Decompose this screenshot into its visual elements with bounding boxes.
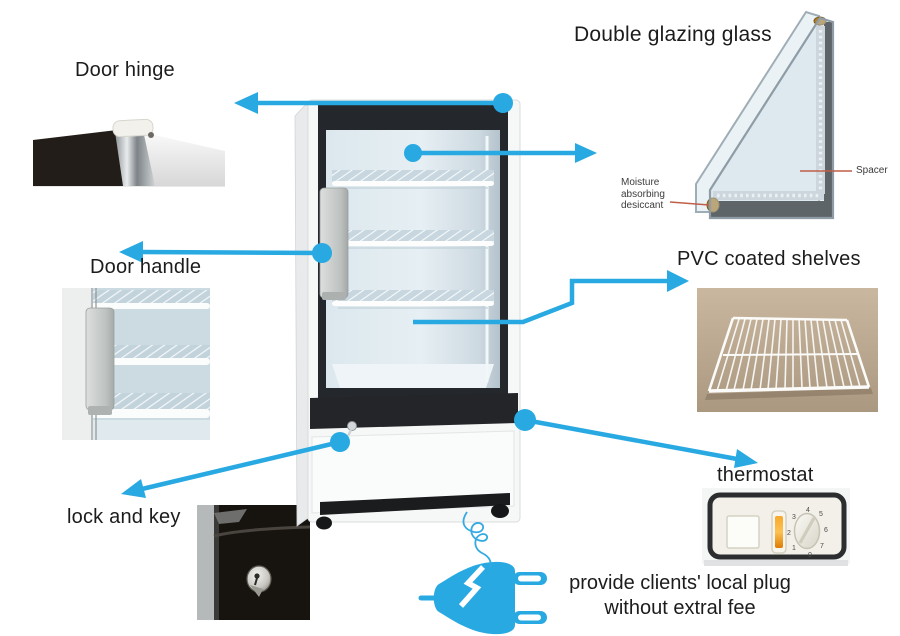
right-frame-bar <box>824 22 833 218</box>
handle-bottom-cap <box>88 406 112 415</box>
shelf-frame-rods <box>707 316 871 393</box>
keyhole-slot <box>254 577 258 586</box>
svg-text:4: 4 <box>806 507 810 514</box>
plug-note: provide clients' local plug without extr… <box>548 571 812 621</box>
handle-cap <box>322 292 346 300</box>
key-lock <box>347 421 357 431</box>
door-handle-photo <box>62 288 210 440</box>
panel-seam <box>213 525 310 538</box>
spacer-strip <box>713 191 824 200</box>
double-glazing-diagram <box>669 10 852 220</box>
cabinet-side <box>294 100 309 527</box>
thermostat-arrow-line <box>524 417 738 462</box>
wire-shelf <box>332 230 494 249</box>
spacer-strip <box>816 26 825 194</box>
shelf-front-bar <box>90 358 210 365</box>
panel-gap <box>214 505 219 620</box>
bottom-frame-bar <box>710 201 833 218</box>
lock-arrowhead-icon <box>121 479 146 498</box>
plug-icon <box>418 561 547 635</box>
prong-slot <box>518 614 541 621</box>
hinge-cap <box>112 118 154 138</box>
shelf-grid <box>94 345 210 359</box>
indicator-lamp <box>775 516 783 548</box>
door-handle-label: Door handle <box>90 256 202 278</box>
thermostat-window <box>726 515 760 549</box>
svg-text:5: 5 <box>819 511 823 518</box>
lock-tip <box>250 585 263 597</box>
plug-note-line1: provide clients' local plug <box>569 572 791 594</box>
moisture-desiccant-label: Moisture absorbing desiccant <box>621 177 665 211</box>
svg-text:0: 0 <box>808 552 812 559</box>
interior-floor <box>332 364 494 388</box>
prong-slot <box>518 575 541 582</box>
shelves-arrowhead-icon <box>667 270 689 292</box>
thermostat-photo: 0 1 2 3 4 5 6 7 <box>702 488 850 566</box>
shelf-front-bar <box>90 409 210 418</box>
lightning-bolt <box>458 565 486 608</box>
door-edge <box>197 505 214 620</box>
front-glass-pane <box>708 16 835 220</box>
hinge-pin <box>148 132 154 138</box>
lower-band <box>310 393 518 429</box>
cooler-photo <box>294 99 521 530</box>
desiccant-callout-line <box>669 201 710 206</box>
pvc-shelf-photo <box>697 288 878 412</box>
interior-floor <box>92 420 210 440</box>
shelf-grid <box>92 290 210 304</box>
svg-text:2: 2 <box>787 530 791 537</box>
door-hinge-arrowhead-icon <box>234 92 258 114</box>
svg-text:3: 3 <box>792 514 796 521</box>
lock-and-key-label: lock and key <box>67 506 181 528</box>
pvc-coated-shelves-label: PVC coated shelves <box>677 248 861 270</box>
keyhole <box>254 573 260 579</box>
svg-text:6: 6 <box>824 527 828 534</box>
knob-groove <box>798 517 816 544</box>
plug-body <box>433 561 515 635</box>
glass-interior <box>326 130 500 388</box>
bracket <box>214 509 247 524</box>
shelf-front-bar <box>90 303 210 309</box>
hinge-chrome-strip <box>115 130 155 186</box>
base-strip <box>320 493 510 515</box>
door-hinge-photo <box>33 118 225 187</box>
svg-text:7: 7 <box>820 543 824 550</box>
foot <box>316 516 332 530</box>
glass-arrowhead-icon <box>575 143 597 163</box>
foot <box>491 504 509 518</box>
door-handle-bar <box>85 307 115 411</box>
wire-shelf <box>332 290 494 309</box>
door-handle <box>319 187 349 299</box>
plug-note-line2: without extral fee <box>604 597 756 619</box>
dial-numbers: 0 1 2 3 4 5 6 7 <box>787 507 828 559</box>
hinge-door-top <box>33 130 125 186</box>
svg-text:1: 1 <box>792 545 796 552</box>
wire-shelf <box>332 170 494 189</box>
photo-shadow <box>704 560 848 566</box>
door-hinge-label: Door hinge <box>75 59 175 81</box>
double-glazing-glass-label: Double glazing glass <box>574 23 772 46</box>
spacer-label: Spacer <box>856 165 888 176</box>
shelf-grid <box>94 393 210 410</box>
shelf-shadow <box>705 388 873 400</box>
thermostat-label: thermostat <box>717 464 814 486</box>
hinge-door-side <box>141 132 225 186</box>
lock-photo <box>197 505 310 620</box>
